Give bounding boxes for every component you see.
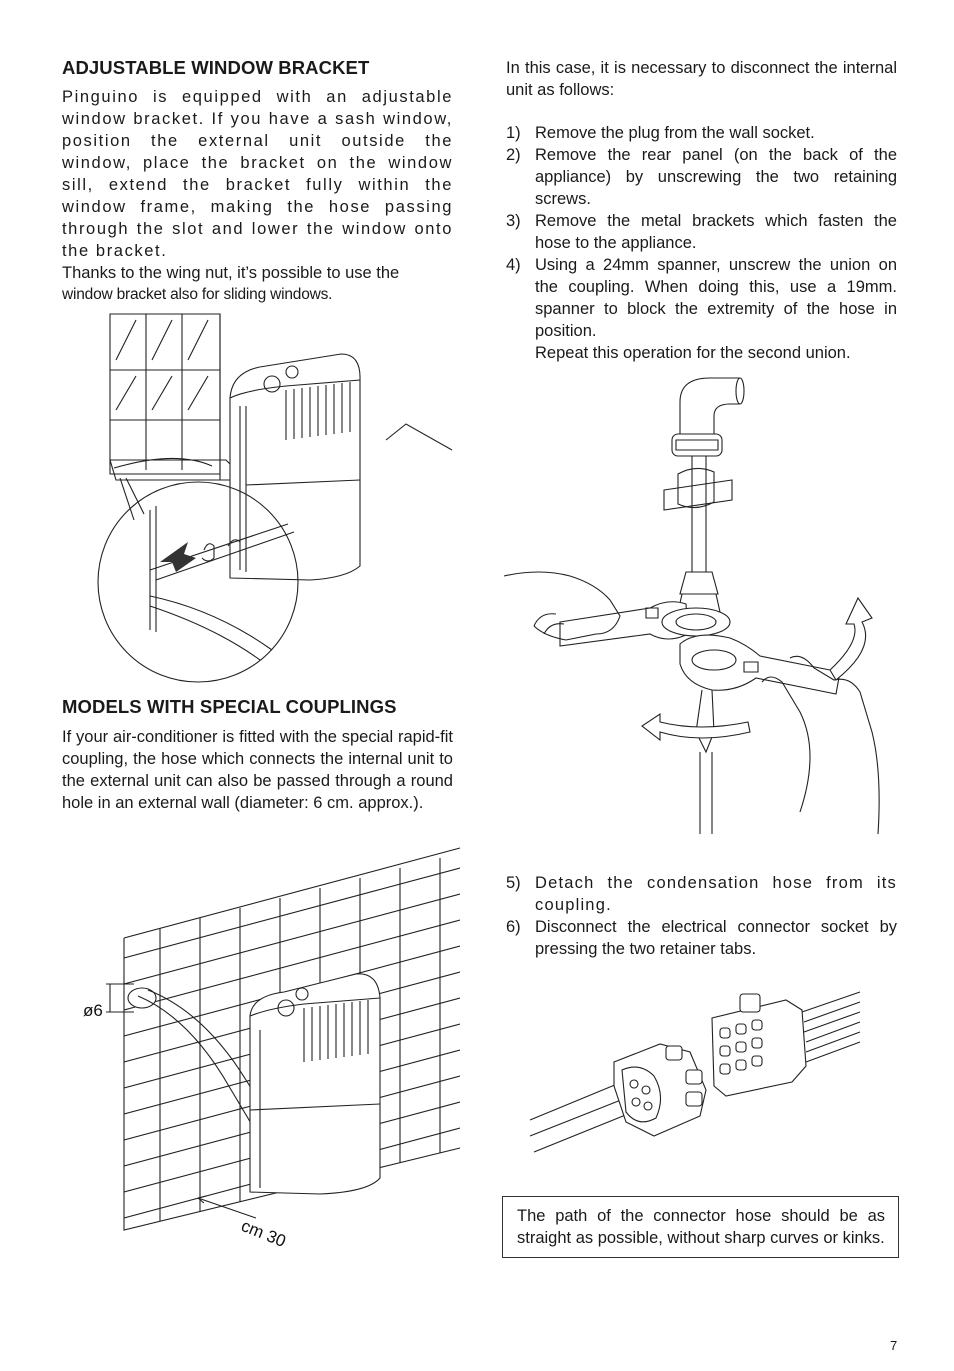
wall-hole-illustration: ø6 cm 30 (83, 848, 460, 1251)
step-number: 3) (506, 212, 521, 230)
step-number: 2) (506, 146, 521, 164)
disconnect-steps-list-2: 5) Detach the condensation hose from its … (506, 872, 897, 960)
step-1: 1) Remove the plug from the wall socket. (506, 122, 897, 144)
step-number: 4) (506, 256, 521, 274)
step-text: Disconnect the electrical connector sock… (535, 918, 897, 958)
step-5: 5) Detach the condensation hose from its … (506, 872, 897, 916)
step-number: 1) (506, 124, 521, 142)
step-text: Remove the plug from the wall socket. (535, 124, 815, 142)
window-bracket-illustration (96, 310, 458, 670)
page-number: 7 (890, 1338, 898, 1353)
step-number: 5) (506, 874, 521, 892)
sliding-window-text-line2: window bracket also for sliding windows. (62, 286, 333, 303)
connector-illustration (530, 986, 862, 1158)
step-text: Detach the condensation hose from its co… (535, 874, 897, 914)
step-text: Remove the rear panel (on the back of th… (535, 146, 897, 208)
step-4: 4) Using a 24mm spanner, unscrew the unio… (506, 254, 897, 364)
hose-path-note: The path of the connector hose should be… (502, 1196, 899, 1258)
step-text: Using a 24mm spanner, unscrew the union … (535, 256, 897, 340)
window-bracket-paragraph: Pinguino is equipped with an adjustable … (62, 86, 453, 306)
special-couplings-paragraph: If your air-conditioner is fitted with t… (62, 728, 453, 812)
diameter-label: ø6 (83, 1001, 103, 1020)
step-number: 6) (506, 918, 521, 936)
step-2: 2) Remove the rear panel (on the back of … (506, 144, 897, 210)
disconnect-steps-list: 1)Remove the plug from the wall socket. … (506, 122, 897, 364)
disconnect-intro: In this case, it is necessary to disconn… (506, 59, 897, 99)
window-bracket-text: Pinguino is equipped with an adjustable … (62, 88, 453, 260)
step-6: 6) Disconnect the electrical connector so… (506, 916, 897, 960)
step-4-extra: Repeat this operation for the second uni… (535, 344, 851, 362)
sliding-window-text-line1: Thanks to the wing nut, it’s possible to… (62, 264, 400, 282)
step-3: 3) Remove the metal brackets which fasten… (506, 210, 897, 254)
section-heading-special-couplings: MODELS WITH SPECIAL COUPLINGS (62, 696, 397, 717)
step-text: Remove the metal brackets which fasten t… (535, 212, 897, 252)
distance-label: cm 30 (239, 1216, 289, 1251)
section-heading-window-bracket: ADJUSTABLE WINDOW BRACKET (62, 57, 370, 78)
spanner-illustration (500, 372, 896, 834)
